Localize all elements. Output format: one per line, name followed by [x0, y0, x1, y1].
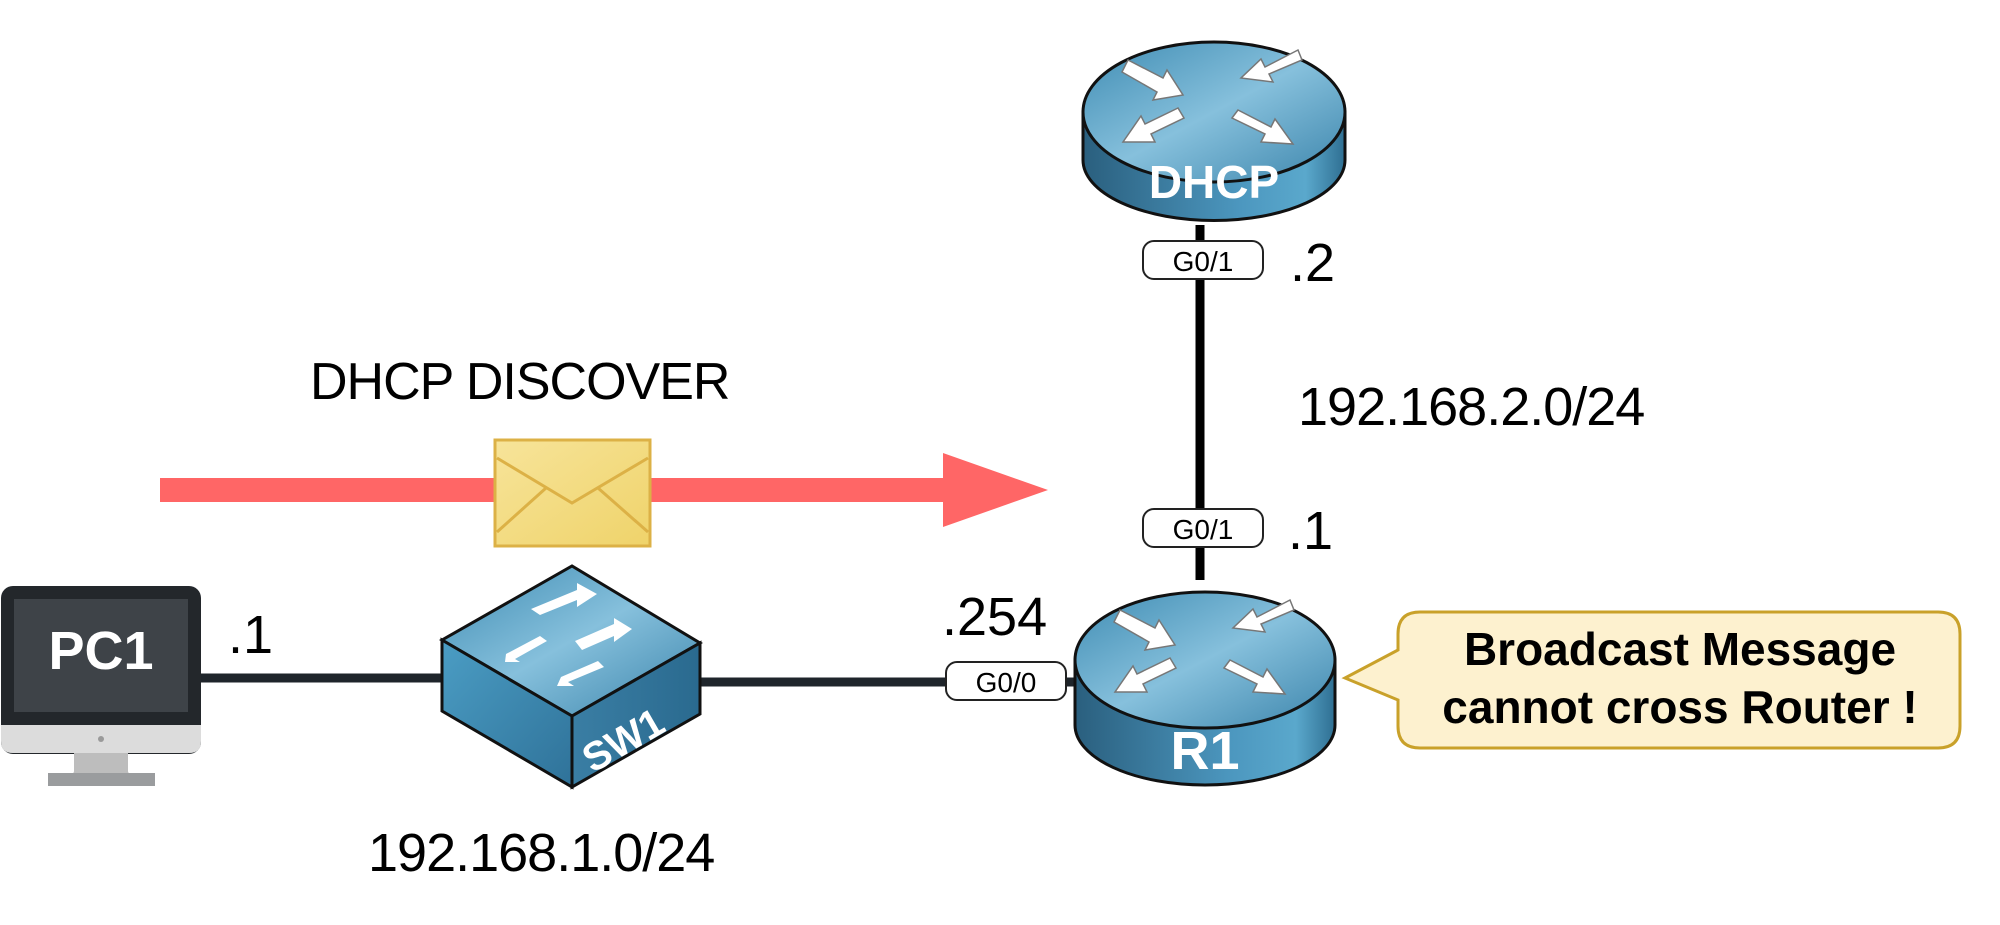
callout-text: Broadcast Message cannot cross Router ! — [1400, 620, 1960, 736]
network-label-wan: 192.168.2.0/24 — [1298, 377, 1645, 437]
callout-bubble — [1341, 610, 1962, 750]
pc1-label: PC1 — [48, 621, 154, 681]
message-label: DHCP DISCOVER — [310, 353, 730, 411]
callout-line-1: Broadcast Message — [1463, 623, 1897, 675]
r1-label: R1 — [1170, 721, 1240, 781]
dhcp-server-label: DHCP — [1148, 156, 1280, 208]
r1-g0-0-ip-suffix: .254 — [942, 587, 1048, 647]
dhcp-server-icon — [1081, 40, 1347, 222]
port-badge-r1-g0-1: G0/1 — [1142, 508, 1264, 548]
port-badge-dhcp-g0-1: G0/1 — [1142, 240, 1264, 280]
envelope-icon — [493, 438, 652, 548]
r1-g0-1-ip-suffix: .1 — [1288, 501, 1334, 561]
dhcp-ip-suffix: .2 — [1290, 233, 1336, 293]
port-badge-r1-g0-0: G0/0 — [945, 661, 1067, 701]
r1-icon — [1073, 590, 1337, 787]
pc1-icon — [1, 586, 201, 786]
callout-line-2: cannot cross Router ! — [1442, 681, 1918, 733]
pc1-ip-suffix: .1 — [228, 605, 274, 665]
sw1-icon: SW1 — [438, 564, 703, 790]
network-label-lan: 192.168.1.0/24 — [368, 823, 715, 883]
